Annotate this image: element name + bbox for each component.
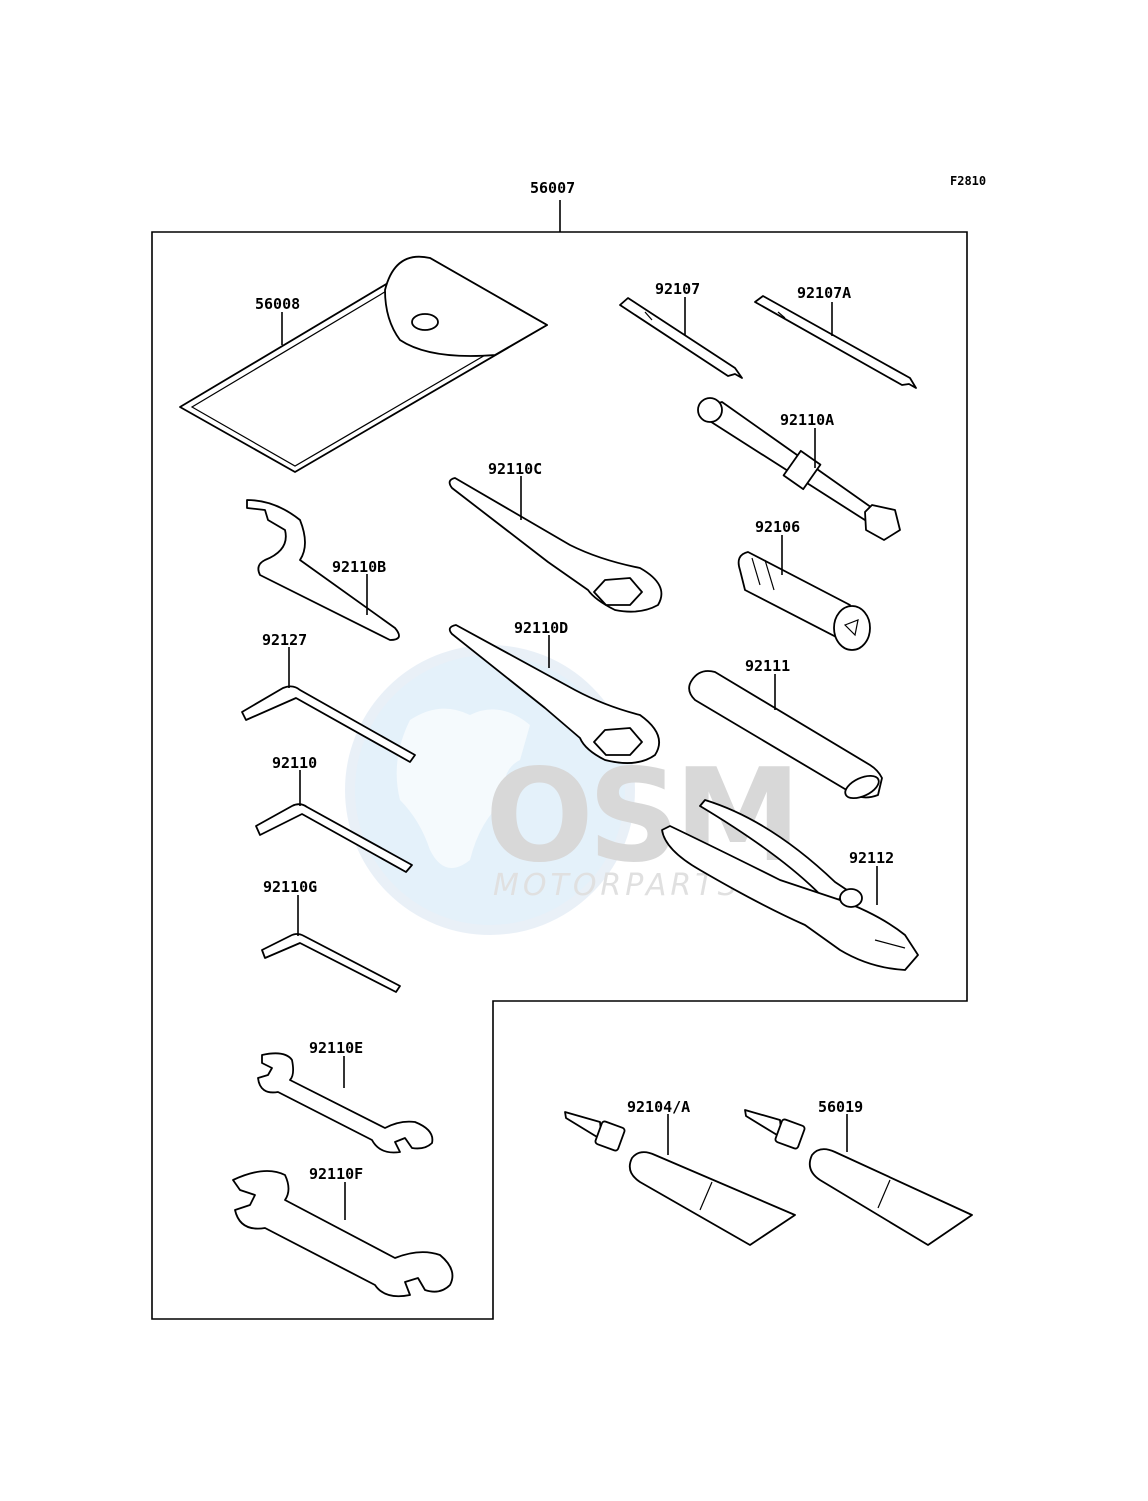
label-92106: 92106	[755, 518, 800, 536]
pliers-92112	[661, 799, 919, 971]
watermark-text: MOTORPARTS	[493, 868, 741, 903]
label-92110C: 92110C	[488, 460, 542, 478]
handle-92106	[737, 551, 871, 651]
label-92110: 92110	[272, 754, 317, 772]
hex-key-92110	[255, 803, 413, 873]
hex-key-92110G	[261, 933, 401, 993]
ring-wrench-92110C	[448, 477, 663, 613]
label-56007: 56007	[530, 179, 575, 197]
label-92127: 92127	[262, 631, 307, 649]
hex-key-92127	[241, 685, 416, 763]
tube-92104A	[564, 1111, 796, 1246]
open-wrench-92110F	[232, 1170, 454, 1298]
hook-wrench-92110B	[246, 499, 400, 641]
label-92104A: 92104/A	[627, 1098, 690, 1116]
label-92110D: 92110D	[514, 619, 568, 637]
label-56019: 56019	[818, 1098, 863, 1116]
ring-wrench-92110D	[448, 624, 660, 764]
label-92110F: 92110F	[309, 1165, 363, 1183]
label-92110A: 92110A	[780, 411, 834, 429]
figure-code: F2810	[950, 174, 986, 188]
open-wrench-92110E	[257, 1052, 434, 1154]
label-92111: 92111	[745, 657, 790, 675]
label-92110B: 92110B	[332, 558, 386, 576]
label-92110G: 92110G	[263, 878, 317, 896]
kit-outline	[151, 231, 968, 1320]
tommy-bar-92111	[688, 670, 883, 800]
tool-pouch	[179, 255, 548, 473]
tube-56019	[744, 1109, 973, 1246]
screwdriver-92107A	[754, 295, 917, 389]
box-spanner-92110A	[697, 397, 901, 541]
label-92112: 92112	[849, 849, 894, 867]
label-92110E: 92110E	[309, 1039, 363, 1057]
label-92107: 92107	[655, 280, 700, 298]
label-92107A: 92107A	[797, 284, 851, 302]
label-56008: 56008	[255, 295, 300, 313]
screwdriver-92107	[619, 297, 743, 379]
